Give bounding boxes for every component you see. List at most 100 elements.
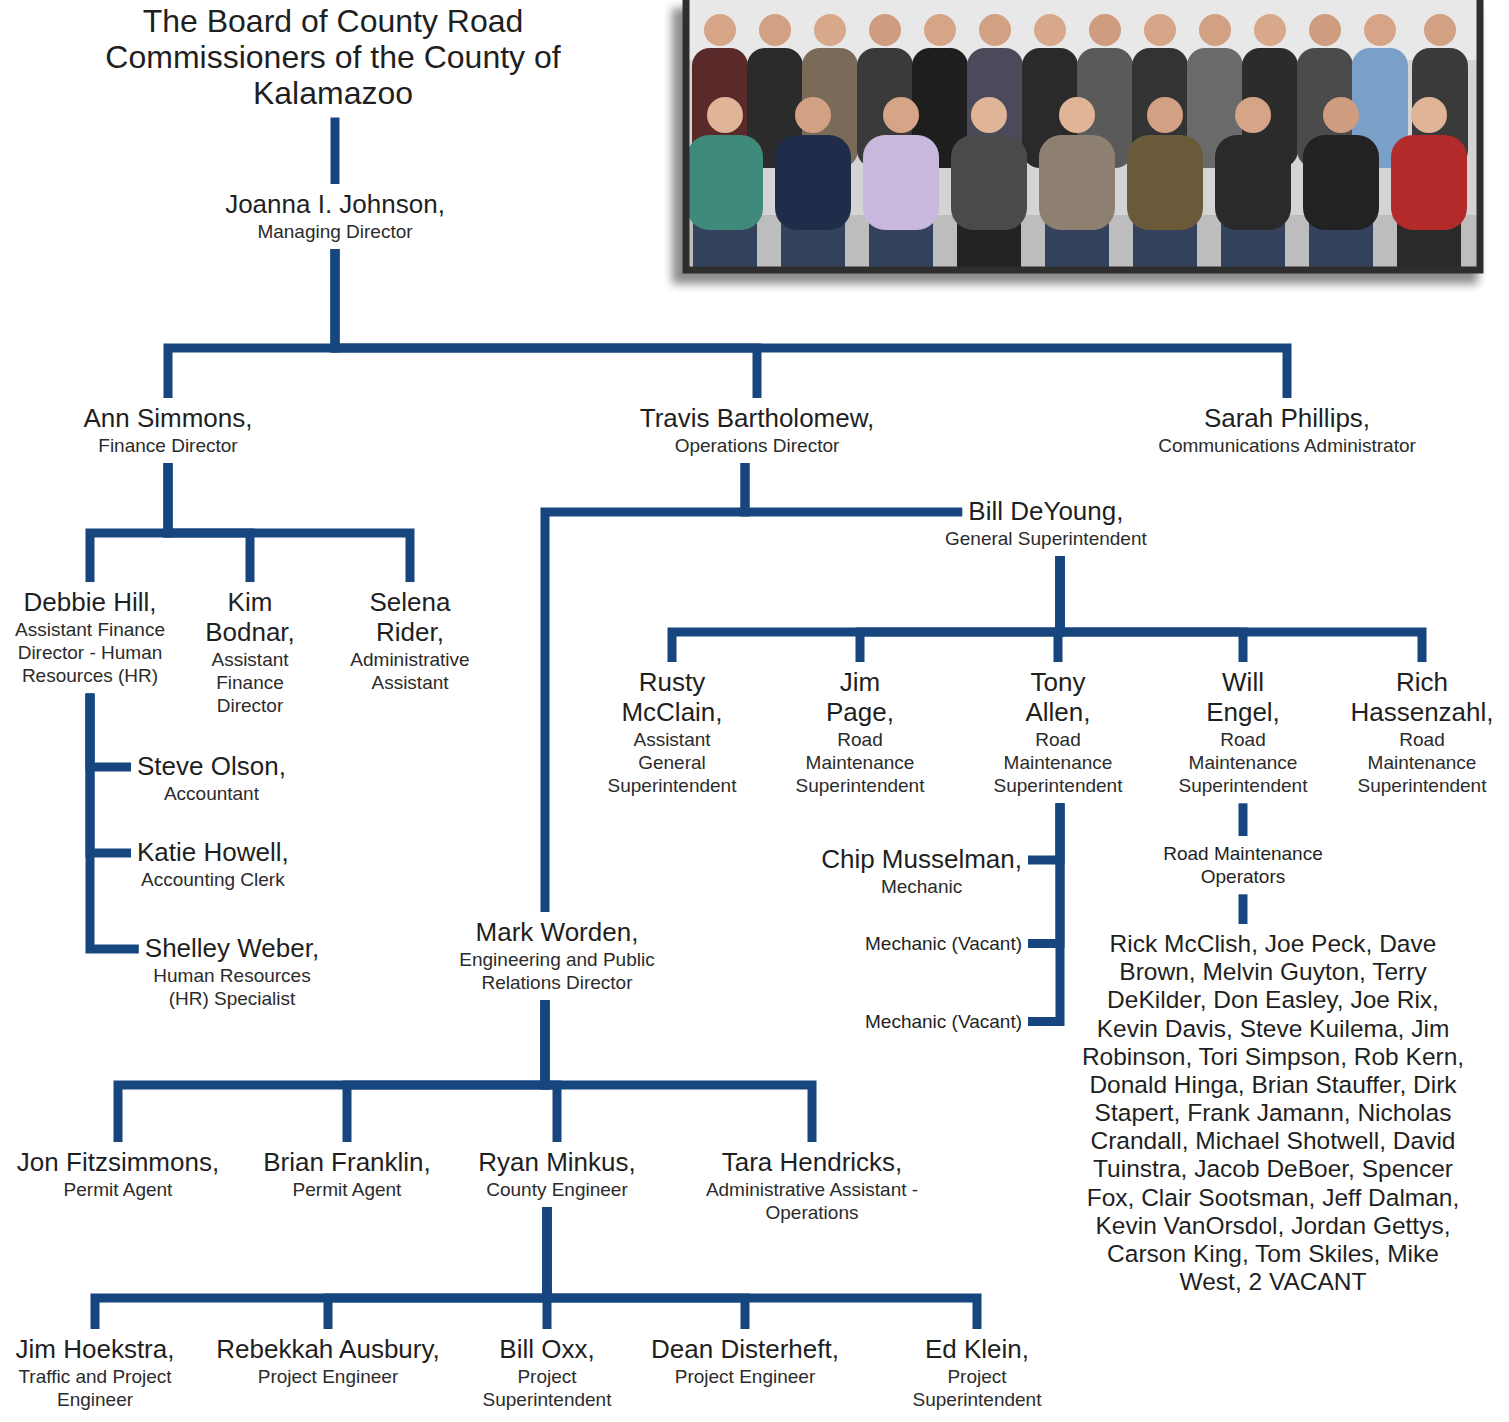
person-name: Tony Allen, [1018, 668, 1098, 728]
head [1147, 97, 1183, 133]
job-title: Mechanic [881, 875, 962, 898]
org-entry: Joanna I. Johnson,Managing Director [175, 190, 495, 243]
legs [1133, 222, 1197, 267]
job-title: Project Superintendent [912, 1365, 1042, 1411]
torso [775, 135, 851, 230]
org-entry: Selena Rider,Administrative Assistant [335, 588, 485, 694]
person-name: Jim Hoekstra, [16, 1335, 175, 1365]
reporting-line [328, 1207, 547, 1329]
job-title: Assistant Finance Director [190, 648, 310, 718]
job-title: Permit Agent [293, 1178, 402, 1201]
torso [967, 48, 1023, 168]
person-name: Road Maintenance Operators [1143, 842, 1343, 888]
head [971, 97, 1007, 133]
job-title: Accounting Clerk [141, 868, 285, 891]
person-figure [1242, 14, 1298, 168]
reporting-line [545, 463, 745, 912]
job-title: Assistant General Superintendent [600, 728, 745, 798]
head [707, 97, 743, 133]
org-entry: Rebekkah Ausbury,Project Engineer [213, 1335, 443, 1388]
reporting-line [1060, 556, 1422, 662]
person-name: Shelley Weber, [145, 934, 319, 964]
org-entry: Tara Hendricks,Administrative Assistant … [692, 1148, 932, 1224]
reporting-line [335, 249, 1287, 398]
photo-wall [683, 0, 1483, 60]
reporting-line [347, 1000, 545, 1142]
org-entry: Katie Howell,Accounting Clerk [137, 838, 289, 891]
person-figure [692, 14, 748, 168]
person-figure [912, 14, 968, 168]
person-name: Rebekkah Ausbury, [216, 1335, 440, 1365]
photo-background [683, 0, 1483, 273]
person-name: Sarah Phillips, [1204, 404, 1370, 434]
head [1254, 14, 1286, 46]
person-name: Jon Fitzsimmons, [17, 1148, 219, 1178]
person-figure [1132, 14, 1188, 168]
legs [1221, 222, 1285, 267]
torso [1127, 135, 1203, 230]
job-title: Road Maintenance Superintendent [986, 728, 1131, 798]
torso [1303, 135, 1379, 230]
torso [1132, 48, 1188, 168]
torso [692, 48, 748, 168]
job-title: Administrative Assistant - Operations [705, 1178, 920, 1224]
person-figure [1127, 97, 1203, 267]
job-title: Road Maintenance Superintendent [788, 728, 933, 798]
reporting-line [168, 463, 250, 582]
person-figure [1039, 97, 1115, 267]
job-title: General Superintendent [945, 527, 1147, 550]
person-name: Dean Disterheft, [651, 1335, 839, 1365]
person-name: Mechanic (Vacant) [865, 1010, 1022, 1033]
reporting-line [90, 693, 131, 767]
person-figure [747, 14, 803, 168]
head [979, 14, 1011, 46]
person-figure [1077, 14, 1133, 168]
org-entry: Ed Klein,Project Superintendent [902, 1335, 1052, 1411]
torso [802, 48, 858, 168]
torso [912, 48, 968, 168]
person-name: Jim Page, [820, 668, 900, 728]
org-entry: Sarah Phillips,Communications Administra… [1122, 404, 1452, 457]
org-entry: Will Engel,Road Maintenance Superintende… [1163, 668, 1323, 797]
person-name: Rich Hassenzahl, [1350, 668, 1495, 728]
reporting-line [545, 1000, 557, 1142]
org-entry: Rick McClish, Joe Peck, Dave Brown, Melv… [1077, 930, 1469, 1296]
org-entry: Shelley Weber,Human Resources (HR) Speci… [137, 934, 327, 1010]
legs [1045, 222, 1109, 267]
photo-content [683, 0, 1483, 273]
torso [687, 135, 763, 230]
job-title: County Engineer [486, 1178, 628, 1201]
org-entry: Travis Bartholomew,Operations Director [597, 404, 917, 457]
person-figure [775, 97, 851, 267]
org-entry: Jon Fitzsimmons,Permit Agent [5, 1148, 231, 1201]
person-name: Steve Olson, [137, 752, 286, 782]
org-entry: Mechanic (Vacant) [865, 932, 1022, 955]
torso [1412, 48, 1468, 168]
reporting-line [860, 556, 1060, 662]
legs [869, 222, 933, 267]
org-entry: Kim Bodnar,Assistant Finance Director [190, 588, 310, 717]
torso [1077, 48, 1133, 168]
reporting-line [90, 693, 131, 853]
reporting-line [547, 1207, 977, 1329]
torso [747, 48, 803, 168]
org-entry: Road Maintenance Operators [1143, 842, 1343, 888]
person-figure [863, 97, 939, 267]
reporting-line [1239, 894, 1248, 924]
torso [1391, 135, 1467, 230]
torso [1187, 48, 1243, 168]
org-entry: Ryan Minkus,County Engineer [457, 1148, 657, 1201]
org-entry: Bill Oxx,Project Superintendent [472, 1335, 622, 1411]
photo-shadow [672, 8, 1478, 284]
person-name: The Board of County Road Commissioners o… [93, 4, 573, 111]
person-figure [1187, 14, 1243, 168]
reporting-line [545, 1000, 812, 1142]
job-title: Managing Director [257, 220, 412, 243]
person-figure [1215, 97, 1291, 267]
photo-floor [683, 215, 1483, 273]
head [1144, 14, 1176, 46]
person-figure [857, 14, 913, 168]
org-entry: Jim Hoekstra,Traffic and Project Enginee… [5, 1335, 185, 1411]
person-name: Bill DeYoung, [968, 497, 1123, 527]
person-name: Ryan Minkus, [478, 1148, 636, 1178]
